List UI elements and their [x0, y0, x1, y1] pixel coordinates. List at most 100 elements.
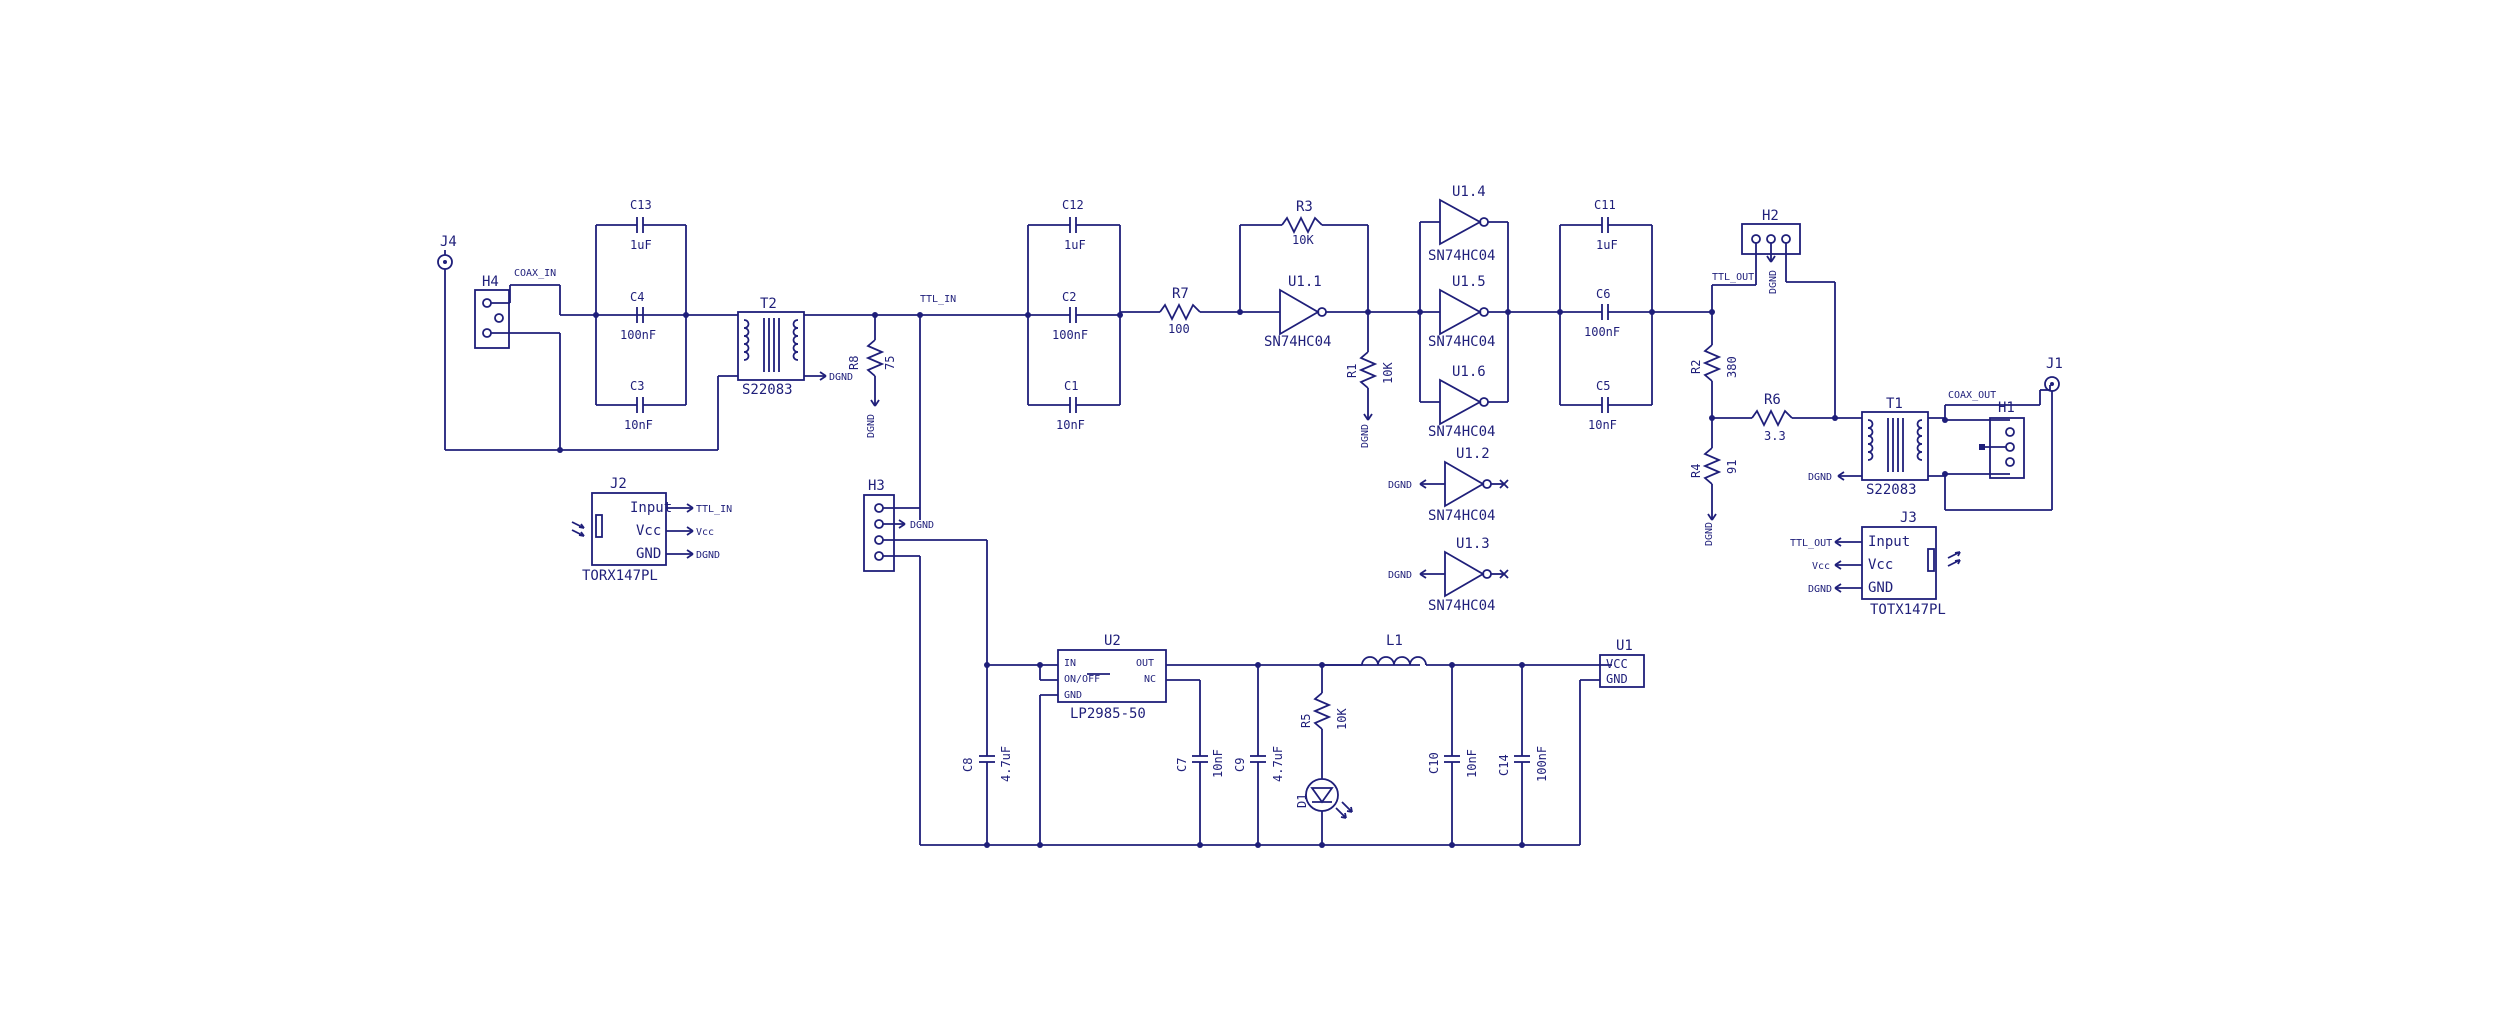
label-r4: R4: [1689, 464, 1703, 478]
power-section: H3 DGND C8 4.7uF U2 I: [863, 478, 1645, 848]
label-h4: H4: [482, 274, 499, 290]
label-j2: J2: [610, 476, 627, 492]
resistor-r4: R4 91 DGND: [1689, 418, 1739, 546]
net-dgnd-t1: DGND: [1808, 472, 1832, 483]
capacitor-c8: C8 4.7uF: [961, 665, 1013, 845]
value-j3: TOTX147PL: [1870, 602, 1946, 618]
value-r6: 3.3: [1764, 429, 1786, 443]
net-j3-input: TTL_OUT: [1790, 538, 1832, 549]
capacitor-c6: C6 100nF: [1560, 287, 1652, 339]
capacitor-c3: C3 10nF: [596, 379, 686, 432]
value-c2: 100nF: [1052, 328, 1088, 342]
inductor-l1: L1: [1322, 633, 1612, 666]
regulator-u2: U2 IN ON/OFF GND OUT NC LP2985-50: [1057, 633, 1167, 722]
capacitor-c2: C2 100nF: [1028, 290, 1120, 342]
u2-pin-onoff: ON/OFF: [1064, 674, 1100, 685]
transformer-t2: T2 S22083 DGND: [737, 296, 853, 398]
label-c9: C9: [1233, 758, 1247, 772]
net-j3-gnd: DGND: [1808, 584, 1832, 595]
label-h1: H1: [1998, 400, 2015, 416]
value-r2: 380: [1725, 356, 1739, 378]
j2-pin-input: Input: [630, 500, 672, 516]
value-c14: 100nF: [1535, 746, 1549, 782]
label-u1: U1: [1616, 638, 1633, 654]
capacitor-c1: C1 10nF: [1028, 379, 1120, 432]
value-c5: 10nF: [1588, 418, 1617, 432]
label-r1: R1: [1345, 364, 1359, 378]
label-c14: C14: [1497, 754, 1511, 776]
label-t2: T2: [760, 296, 777, 312]
label-c12: C12: [1062, 198, 1084, 212]
resistor-r7: R7 100: [1120, 286, 1240, 336]
label-c4: C4: [630, 290, 644, 304]
label-u1-5: U1.5: [1452, 274, 1486, 290]
inverter-u1-5: U1.5 SN74HC04: [1428, 274, 1495, 350]
value-c10: 10nF: [1465, 749, 1479, 778]
resistor-r6: R6 3.3: [1712, 392, 1862, 443]
resistor-r1: R1 10K DGND: [1345, 312, 1395, 448]
label-c7: C7: [1175, 758, 1189, 772]
label-r3: R3: [1296, 199, 1313, 215]
value-u1-4: SN74HC04: [1428, 248, 1495, 264]
power-block-u1: U1 VCC GND: [1599, 638, 1645, 688]
capacitor-c14: C14 100nF: [1497, 665, 1549, 845]
net-dgnd-r1: DGND: [1360, 424, 1371, 448]
value-u2: LP2985-50: [1070, 706, 1146, 722]
value-c11: 1uF: [1596, 238, 1618, 252]
value-r5: 10K: [1335, 708, 1349, 730]
value-j2: TORX147PL: [582, 568, 658, 584]
value-r3: 10K: [1292, 233, 1314, 247]
inverter-u1-4: U1.4 SN74HC04: [1428, 184, 1495, 264]
net-dgnd-r8: DGND: [866, 414, 877, 438]
resistor-r3: R3 10K: [1239, 199, 1369, 312]
net-j2-vcc: Vcc: [696, 527, 714, 538]
value-c12: 1uF: [1064, 238, 1086, 252]
label-u1-1: U1.1: [1288, 274, 1322, 290]
label-u1-3: U1.3: [1456, 536, 1490, 552]
u2-pin-out: OUT: [1136, 658, 1154, 669]
capacitor-c12: C12 1uF: [1028, 198, 1120, 252]
inverter-u1-2: U1.2 SN74HC04 DGND: [1388, 446, 1509, 524]
label-d1: D1: [1295, 794, 1309, 808]
value-c13: 1uF: [630, 238, 652, 252]
label-c13: C13: [630, 198, 652, 212]
j3-pin-gnd: GND: [1868, 580, 1893, 596]
value-u1-5: SN74HC04: [1428, 334, 1495, 350]
value-u1-2: SN74HC04: [1428, 508, 1495, 524]
label-r2: R2: [1689, 360, 1703, 374]
j3-pin-input: Input: [1868, 534, 1910, 550]
net-dgnd-r4: DGND: [1704, 522, 1715, 546]
capacitor-c4: C4 100nF: [620, 290, 656, 342]
net-coax-in: COAX_IN: [514, 268, 556, 279]
header-h4: H4 COAX_IN: [474, 268, 556, 349]
j2-pin-gnd: GND: [636, 546, 661, 562]
connector-j1: J1: [2044, 356, 2063, 392]
u2-pin-nc: NC: [1144, 674, 1156, 685]
value-c6: 100nF: [1584, 325, 1620, 339]
capacitor-c13: C13 1uF: [596, 198, 686, 252]
capacitor-c11: C11 1uF: [1560, 198, 1652, 252]
label-h2: H2: [1762, 208, 1779, 224]
resistor-r5: R5 10K: [1299, 665, 1349, 776]
net-dgnd-h3: DGND: [910, 520, 934, 531]
j2-pin-vcc: Vcc: [636, 523, 661, 539]
label-j1: J1: [2046, 356, 2063, 372]
value-r4: 91: [1725, 460, 1739, 474]
label-u1-4: U1.4: [1452, 184, 1486, 200]
net-j2-gnd: DGND: [696, 550, 720, 561]
net-j2-input: TTL_IN: [696, 504, 732, 515]
value-u1-1: SN74HC04: [1264, 334, 1331, 350]
capacitor-c7: C7 10nF: [1175, 749, 1225, 845]
u2-pin-gnd: GND: [1064, 690, 1082, 701]
header-h2: H2 DGND: [1741, 208, 1801, 294]
capacitor-c10: C10 10nF: [1427, 665, 1479, 845]
label-u2: U2: [1104, 633, 1121, 649]
net-dgnd-u1-3: DGND: [1388, 570, 1412, 581]
label-c2: C2: [1062, 290, 1076, 304]
inverter-u1-1: U1.1 SN74HC04: [1240, 274, 1368, 350]
label-j3: J3: [1900, 510, 1917, 526]
label-c11: C11: [1594, 198, 1616, 212]
net-coax-out: COAX_OUT: [1948, 390, 1996, 401]
value-t1: S22083: [1866, 482, 1917, 498]
